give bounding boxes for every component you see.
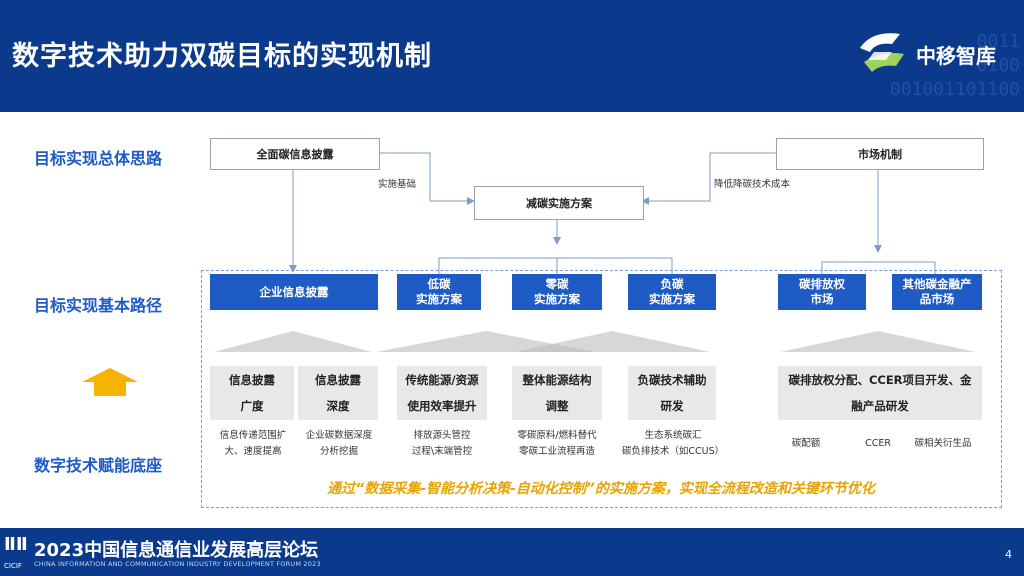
decor-digits: 0011 0100 001001101100 xyxy=(889,31,1020,100)
page-number: 4 xyxy=(1005,548,1012,561)
footer-subtitle: CHINA INFORMATION AND COMMUNICATION INDU… xyxy=(34,560,321,568)
edge-label-cost: 降低降碳技术成本 xyxy=(714,179,791,190)
cell-negative-rd: 负碳技术辅助 研发 xyxy=(628,366,716,420)
row-label-middle: 目标实现基本路径 xyxy=(34,296,163,315)
blue-box-negative-carbon: 负碳 实施方案 xyxy=(628,274,716,310)
header-bar: 0011 0100 001001101100 数字技术助力双碳目标的实现机制 中… xyxy=(0,0,1024,112)
blue-box-zero-carbon: 零碳 实施方案 xyxy=(512,274,602,310)
row-label-top: 目标实现总体思路 xyxy=(34,149,163,168)
row-label-bottom: 数字技术赋能底座 xyxy=(34,456,163,475)
cell-disclosure-breadth: 信息披露 广度 xyxy=(210,366,294,420)
detail-derivatives: 碳相关衍生品 xyxy=(914,438,972,449)
footer-bar: ⅡⅡ CICIF 2023中国信息通信业发展高层论坛 CHINA INFORMA… xyxy=(0,528,1024,576)
footnote-summary: 通过“数据采集-智能分析决策-自动化控制”的实施方案，实现全流程改造和关键环节优… xyxy=(327,481,875,497)
blue-box-other-finance: 其他碳金融产 品市场 xyxy=(892,274,982,310)
slide-title: 数字技术助力双碳目标的实现机制 xyxy=(12,41,432,72)
box-market-mechanism: 市场机制 xyxy=(776,138,984,170)
detail-ccer: CCER xyxy=(865,438,891,449)
path-container xyxy=(201,270,1002,508)
footer-title: 2023中国信息通信业发展高层论坛 xyxy=(34,540,319,561)
blue-box-emission-market: 碳排放权 市场 xyxy=(778,274,866,310)
blue-box-low-carbon: 低碳 实施方案 xyxy=(397,274,481,310)
detail-quota: 碳配额 xyxy=(791,438,821,449)
forum-mark: CICIF xyxy=(4,562,22,570)
box-full-disclosure: 全面碳信息披露 xyxy=(210,138,380,170)
detail-breadth: 信息传递范围扩 大、速度提高 xyxy=(219,430,287,457)
forum-logo-icon: ⅡⅡ xyxy=(4,534,28,555)
edge-label-basis: 实施基础 xyxy=(378,179,417,190)
cell-market-dev: 碳排放权分配、CCER项目开发、金 融产品研发 xyxy=(778,366,982,420)
box-reduction-plan: 减碳实施方案 xyxy=(474,186,644,220)
cell-disclosure-depth: 信息披露 深度 xyxy=(298,366,378,420)
cell-efficiency: 传统能源/资源 使用效率提升 xyxy=(397,366,487,420)
detail-structure: 零碳原料/燃料替代 零碳工业流程再造 xyxy=(517,430,597,457)
logo-text: 中移智库 xyxy=(916,44,996,68)
detail-depth: 企业碳数据深度 分析挖掘 xyxy=(305,430,373,457)
logo-icon xyxy=(860,33,904,72)
blue-box-enterprise-disclosure: 企业信息披露 xyxy=(210,274,378,310)
cell-energy-structure: 整体能源结构 调整 xyxy=(512,366,602,420)
detail-efficiency: 排放源头管控 过程\末端管控 xyxy=(411,430,473,457)
up-arrow-icon xyxy=(82,368,138,396)
detail-negative: 生态系统碳汇 碳负排技术（如CCUS） xyxy=(621,430,725,457)
